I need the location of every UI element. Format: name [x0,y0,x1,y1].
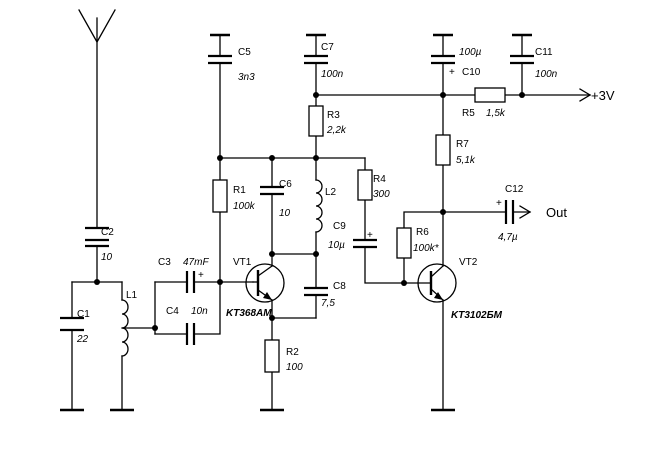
label-r2-value: 100 [286,362,303,373]
label-c12-value: 4,7µ [498,232,518,243]
polarity-c3: + [198,270,204,281]
label-r1-ref: R1 [233,185,246,196]
wires [71,17,591,411]
label-r3-value: 2,2k [326,125,347,136]
transistor-vt1 [245,263,285,303]
supply-arrow-icon [579,88,592,102]
capacitor-c4 [185,323,196,345]
label-c7-ref: C7 [321,42,334,53]
resistor-r5 [474,87,506,103]
antenna-icon [78,9,116,44]
label-r2-ref: R2 [286,347,299,358]
label-c4-ref: C4 [166,306,179,317]
transistor-vt2 [417,263,457,303]
capacitor-c1 [60,316,84,332]
label-c7-value: 100n [321,69,344,80]
resistor-r7 [435,134,451,166]
capacitor-c10 [431,54,455,65]
resistor-r6 [396,227,412,259]
label-r7-ref: R7 [456,139,469,150]
label-c11-value: 100n [535,69,558,80]
label-vt2-part: KT3102БМ [451,310,503,321]
polarity-c9: + [367,230,373,241]
label-c3-value: 47mF [183,257,209,268]
label-c5-value: 3n3 [238,72,255,83]
label-c8-ref: C8 [333,281,346,292]
label-r6-ref: R6 [416,227,429,238]
label-c6-ref: C6 [279,179,292,190]
label-c9-ref: C9 [333,221,346,232]
resistor-r3 [308,105,324,137]
label-c4-value: 10n [191,306,208,317]
polarity-c12: + [496,198,502,209]
capacitor-c3 [185,271,196,293]
capacitor-c6 [260,185,284,196]
label-c12-ref: C12 [505,184,524,195]
inductor-l1 [121,299,129,357]
output-arrow-icon [519,205,532,219]
label-c6-value: 10 [279,208,291,219]
capacitor-c8 [304,286,328,297]
label-r5-value: 1,5k [486,108,506,119]
capacitor-c5 [208,54,232,65]
label-vt1-part: KT368AM [226,308,272,319]
resistor-r2 [264,339,280,373]
label-c10-value: 100µ [459,47,482,58]
label-c2-ref: C2 [101,227,114,238]
label-c5-ref: C5 [238,47,251,58]
capacitor-c2 [85,238,109,248]
label-c3-ref: C3 [158,257,171,268]
label-c11-ref: C11 [535,47,553,58]
junctions [94,92,525,331]
label-c1-value: 22 [76,334,89,345]
label-vt1-ref: VT1 [233,257,252,268]
label-r3-ref: R3 [327,110,340,121]
label-c9-value: 10µ [328,240,345,251]
label-r7-value: 5,1k [456,155,476,166]
capacitor-c7 [304,54,328,65]
label-c8-value: 7,5 [321,298,335,309]
capacitor-c12 [504,200,515,224]
capacitor-c9 [353,238,377,249]
label-l2-ref: L2 [325,187,337,198]
resistor-r4 [357,169,373,201]
inductor-l2 [315,179,323,233]
output-label: Out [546,205,567,220]
supply-label: +3V [591,88,615,103]
label-r4-value: 300 [373,189,390,200]
capacitor-c11 [510,54,534,65]
resistor-r1 [212,179,228,213]
label-c10-ref: C10 [462,67,481,78]
label-r4-ref: R4 [373,174,386,185]
label-c1-ref: C1 [77,309,90,320]
label-r1-value: 100k [233,201,256,212]
label-r6-value: 100k* [413,243,440,254]
label-r5-ref: R5 [462,108,475,119]
label-c2-value: 10 [101,252,113,263]
label-vt2-ref: VT2 [459,257,478,268]
label-l1-ref: L1 [126,290,138,301]
polarity-c10: + [449,67,455,78]
